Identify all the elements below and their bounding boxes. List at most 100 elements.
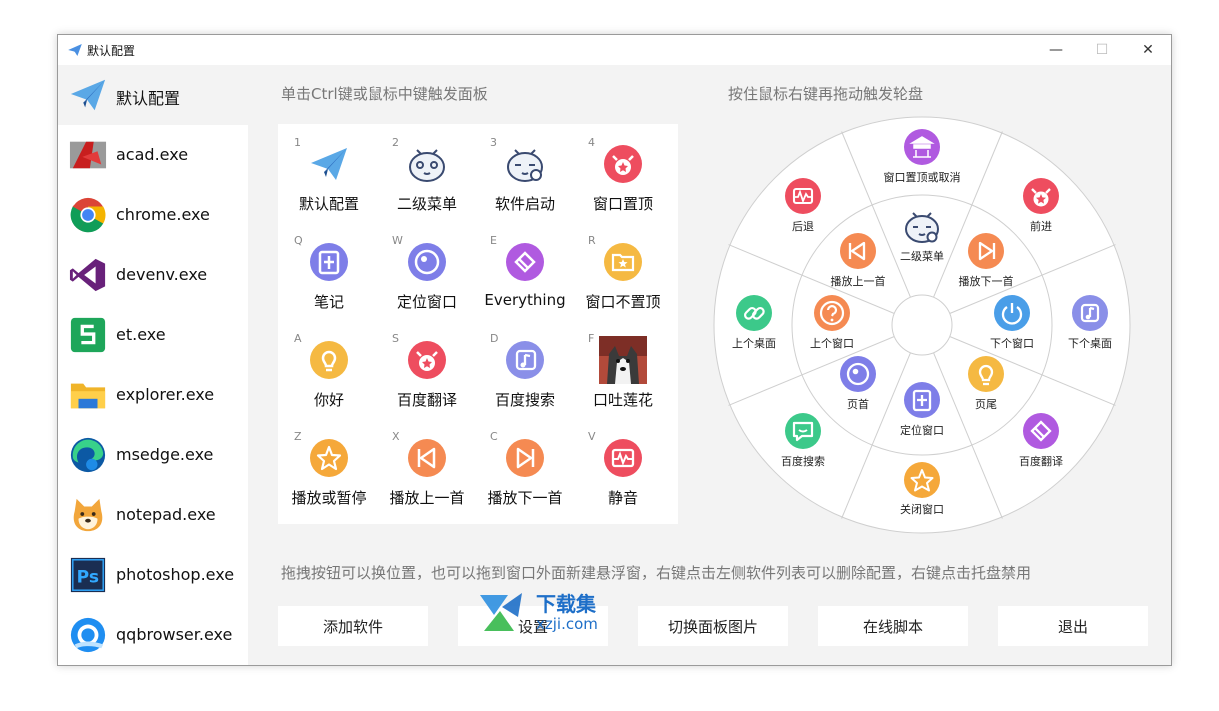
sidebar-item-label: devenv.exe	[116, 265, 208, 284]
cell-label: 口吐莲花	[592, 391, 653, 409]
wheel-label: 上个桌面	[732, 337, 776, 350]
exit-button[interactable]: 退出	[998, 606, 1148, 646]
star-icon	[310, 439, 348, 477]
folder-icon	[70, 383, 106, 409]
panel-cell-a[interactable]: A 你好	[280, 322, 378, 420]
tag-icon	[1023, 413, 1059, 449]
wheel-item-baidu-search[interactable]: 百度搜索	[781, 413, 825, 468]
cell-label: 你好	[313, 391, 344, 409]
software-list: 默认配置 acad.exe chrome.exe	[58, 65, 248, 665]
husky-photo-icon	[599, 336, 647, 384]
sidebar-item-default[interactable]: 默认配置	[58, 65, 248, 125]
cute-face-icon	[905, 212, 939, 243]
panel-cell-3[interactable]: 3 软件启动	[476, 126, 574, 224]
panel-cell-c[interactable]: C 播放下一首	[476, 420, 574, 518]
cell-label: 静音	[607, 489, 638, 507]
cell-label: 播放上一首	[389, 489, 465, 507]
shortcut-key: 4	[588, 136, 595, 149]
sidebar-item-chrome[interactable]: chrome.exe	[58, 185, 248, 245]
link-icon	[736, 295, 772, 331]
wheel-item-locate-window[interactable]: 定位窗口	[900, 382, 944, 437]
panel-cell-e[interactable]: E Everything	[476, 224, 574, 322]
window-title: 默认配置	[87, 44, 136, 58]
folder-star-icon	[604, 243, 642, 281]
sidebar-item-photoshop[interactable]: Ps photoshop.exe	[58, 545, 248, 605]
wheel-item-page-home[interactable]: 页首	[840, 356, 876, 411]
watermark-logo: 下载集 xzji.com	[480, 592, 598, 633]
wheel-item-forward[interactable]: 前进	[1023, 178, 1059, 233]
wheel-label: 页尾	[975, 398, 997, 411]
pulse-icon	[604, 439, 642, 477]
wheel-item-next-window[interactable]: 下个窗口	[990, 295, 1034, 350]
pig-icon	[1023, 178, 1059, 214]
wheel-item-close-window[interactable]: 关闭窗口	[900, 462, 944, 516]
cell-label: Everything	[484, 291, 566, 309]
close-button[interactable]: ✕	[1142, 42, 1154, 58]
sidebar-item-et[interactable]: et.exe	[58, 305, 248, 365]
maximize-button[interactable]: ☐	[1095, 42, 1109, 58]
wheel-item-baidu-translate[interactable]: 百度翻译	[1019, 413, 1063, 468]
sidebar-item-label: notepad.exe	[116, 505, 216, 524]
wheel-item-submenu[interactable]: 二级菜单	[900, 212, 944, 263]
wheel-item-play-next[interactable]: 播放下一首	[959, 233, 1014, 288]
title-bar[interactable]: 默认配置 — ☐ ✕	[58, 35, 1171, 65]
panel-cell-z[interactable]: Z 播放或暂停	[280, 420, 378, 518]
panel-cell-w[interactable]: W 定位窗口	[378, 224, 476, 322]
sidebar-item-acad[interactable]: acad.exe	[58, 125, 248, 185]
wheel-item-page-end[interactable]: 页尾	[968, 356, 1004, 411]
cute-face-icon	[507, 149, 543, 182]
sidebar-item-notepad[interactable]: notepad.exe	[58, 485, 248, 545]
settings-button[interactable]: 设置	[458, 606, 608, 646]
shortcut-key: X	[392, 430, 400, 443]
wheel-hint: 按住鼠标右键再拖动触发轮盘	[728, 85, 924, 103]
add-software-button[interactable]: 添加软件	[278, 606, 428, 646]
sidebar-item-label: 默认配置	[116, 89, 181, 108]
sidebar-item-explorer[interactable]: explorer.exe	[58, 365, 248, 425]
panel-cell-x[interactable]: X 播放上一首	[378, 420, 476, 518]
tag-icon	[506, 243, 544, 281]
edge-icon	[70, 437, 106, 473]
wheel-label: 百度翻译	[1019, 454, 1063, 468]
shortcut-key: E	[490, 234, 497, 247]
shortcut-key: Z	[294, 430, 302, 443]
sidebar-item-msedge[interactable]: msedge.exe	[58, 425, 248, 485]
panel-cell-d[interactable]: D 百度搜索	[476, 322, 574, 420]
sidebar-item-label: photoshop.exe	[116, 565, 235, 584]
cell-label: 二级菜单	[396, 195, 457, 213]
panel-cell-f[interactable]: F 口吐莲花	[574, 322, 672, 420]
shortcut-key: A	[294, 332, 302, 345]
wheel-item-pin-toggle[interactable]: 窗口置顶或取消	[884, 129, 961, 184]
panel-cell-q[interactable]: Q 笔记	[280, 224, 378, 322]
online-script-button[interactable]: 在线脚本	[818, 606, 968, 646]
prev-icon	[840, 233, 876, 269]
sidebar-item-devenv[interactable]: devenv.exe	[58, 245, 248, 305]
paper-plane-icon	[311, 148, 347, 180]
moon-icon	[840, 356, 876, 392]
sidebar-item-label: chrome.exe	[116, 205, 210, 224]
sidebar-item-qqbrowser[interactable]: qqbrowser.exe	[58, 605, 248, 665]
pig-icon	[604, 145, 642, 183]
shortcut-key: 3	[490, 136, 497, 149]
wheel-item-play-prev[interactable]: 播放上一首	[831, 233, 886, 288]
sidebar-item-label: acad.exe	[116, 145, 189, 164]
panel-cell-1[interactable]: 1 默认配置	[280, 126, 378, 224]
shortcut-key: W	[392, 234, 403, 247]
panel-cell-v[interactable]: V 静音	[574, 420, 672, 518]
photoshop-icon: Ps	[70, 557, 106, 593]
wheel-item-back[interactable]: 后退	[785, 178, 821, 233]
panel-cell-s[interactable]: S 百度翻译	[378, 322, 476, 420]
switch-panel-image-button[interactable]: 切换面板图片	[638, 606, 788, 646]
panel-cell-r[interactable]: R 窗口不置顶	[574, 224, 672, 322]
minimize-button[interactable]: —	[1049, 42, 1063, 58]
power-icon	[994, 295, 1030, 331]
panel-cell-2[interactable]: 2 二级菜单	[378, 126, 476, 224]
panel-cell-4[interactable]: 4 窗口置顶	[574, 126, 672, 224]
watermark-text: 下载集	[536, 592, 597, 616]
wheel-item-prev-window[interactable]: 上个窗口	[810, 295, 854, 350]
panel-hint: 单击Ctrl键或鼠标中键触发面板	[281, 85, 488, 103]
wheel-item-next-desktop[interactable]: 下个桌面	[1068, 295, 1112, 350]
cell-label: 百度翻译	[396, 391, 457, 409]
cell-label: 笔记	[313, 293, 344, 311]
sidebar-item-label: explorer.exe	[116, 385, 215, 404]
wheel-item-prev-desktop[interactable]: 上个桌面	[732, 295, 776, 350]
